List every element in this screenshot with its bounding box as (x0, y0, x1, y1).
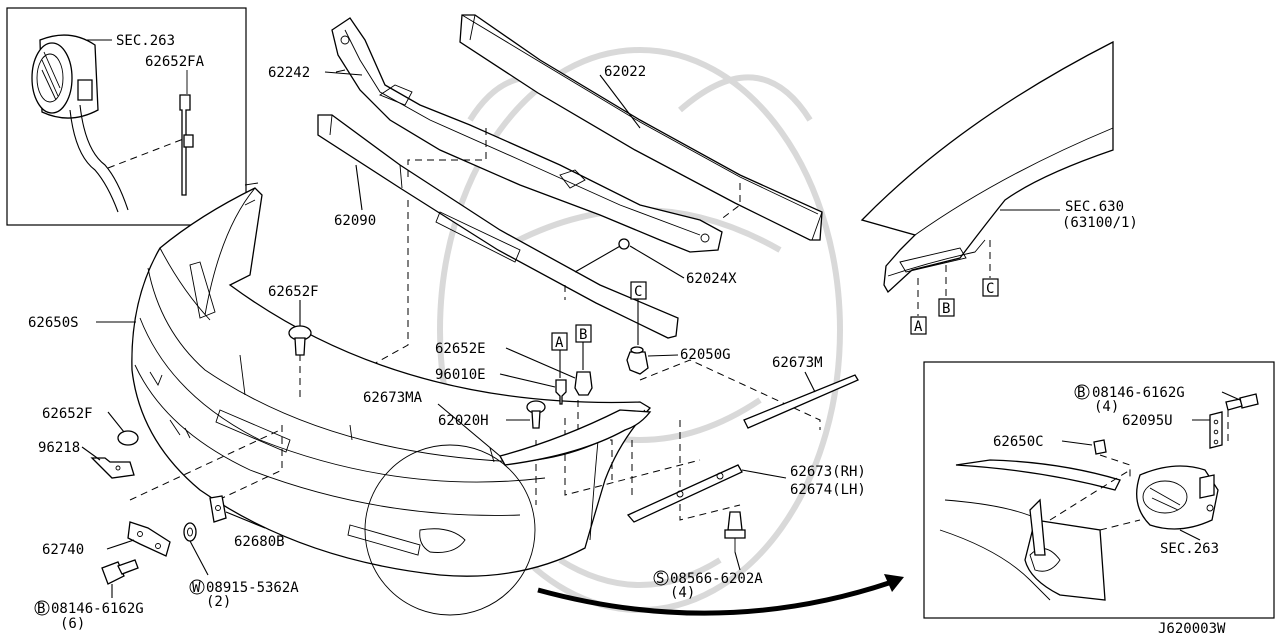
label-62673RH: 62673(RH) (790, 464, 866, 480)
label-62650C: 62650C (993, 434, 1044, 450)
label-08146-left: 08146-6162G (51, 601, 144, 617)
label-62095U: 62095U (1122, 413, 1173, 429)
label-08566-qty: (4) (670, 585, 695, 601)
label-62090: 62090 (334, 213, 376, 229)
label-62022: 62022 (604, 64, 646, 80)
label-sec630: SEC.630 (1065, 199, 1124, 215)
footer-code: J620003W (1158, 621, 1226, 637)
label-62650S: 62650S (28, 315, 79, 331)
part-08915-washer (183, 522, 209, 576)
part-96218-bracket (81, 446, 135, 479)
label-sec630-sub: (63100/1) (1062, 215, 1138, 231)
part-62652F-clip-left (107, 411, 139, 446)
screw-prefix-mark: S (656, 571, 664, 587)
part-08566-screw (724, 511, 746, 571)
part-08146-bolt-left (101, 559, 139, 598)
label-62020H: 62020H (438, 413, 489, 429)
ref-letter-B-fender: B (942, 301, 950, 317)
part-62650S-bumper-fascia (131, 182, 652, 577)
ref-box-C-fender (982, 278, 999, 297)
part-62652F-clip-top (288, 300, 312, 356)
label-62680B: 62680B (234, 534, 285, 550)
ref-box-B-fender (938, 298, 955, 317)
part-62673-62674-bracket (626, 464, 787, 523)
label-08146-right: 08146-6162G (1092, 385, 1185, 401)
label-62652E: 62652E (435, 341, 486, 357)
ref-letter-A-center: A (555, 335, 564, 351)
inset-fog-lamp-mount (923, 361, 1275, 619)
label-62652F-top: 62652F (268, 284, 319, 300)
part-62652E-fastener (505, 347, 593, 396)
washer-prefix-mark: W (192, 580, 201, 596)
label-08915-qty: (2) (206, 594, 231, 610)
detail-circle (364, 444, 536, 616)
label-08915: 08915-5362A (206, 580, 299, 596)
screw-mark-circle (653, 570, 669, 586)
label-62674LH: 62674(LH) (790, 482, 866, 498)
label-08566: 08566-6202A (670, 571, 763, 587)
bolt-prefix-mark-right: B (1077, 385, 1085, 401)
ref-box-A-fender (910, 316, 927, 335)
part-fender-sec630 (860, 40, 1114, 294)
part-62673MA-molding (437, 403, 652, 466)
bolt-mark-circle-left (34, 600, 50, 616)
label-62242: 62242 (268, 65, 310, 81)
ref-letter-C-fender: C (986, 281, 994, 297)
bolt-mark-circle-right (1074, 384, 1090, 400)
label-sec263-inset: SEC.263 (116, 33, 175, 49)
inset-fog-lamp-harness: SEC.263 62652FA (6, 7, 247, 226)
part-62680B-nut (209, 495, 266, 529)
label-96010E: 96010E (435, 367, 486, 383)
part-62242-upper-member (331, 17, 723, 253)
label-62673M: 62673M (772, 355, 823, 371)
washer-mark-circle (189, 579, 205, 595)
bolt-prefix-mark-left: B (37, 601, 45, 617)
part-62673M-strip (743, 371, 859, 429)
label-62652FA: 62652FA (145, 54, 205, 70)
label-96218: 96218 (38, 440, 80, 456)
part-62022-member (459, 14, 823, 241)
part-62740-plate (106, 521, 171, 557)
part-62024X-bolt (574, 238, 685, 279)
label-62024X: 62024X (686, 271, 737, 287)
label-08146-left-qty: (6) (60, 616, 85, 632)
ref-letter-A-fender: A (914, 319, 923, 335)
label-62652F-left: 62652F (42, 406, 93, 422)
part-96010E-fastener (499, 373, 567, 405)
label-08146-right-qty: (4) (1094, 399, 1119, 415)
ref-letter-B-center: B (579, 327, 587, 343)
part-62050G-clip (626, 346, 679, 375)
part-62020H-rivet (506, 400, 546, 429)
label-62740: 62740 (42, 542, 84, 558)
detail-arrow (537, 574, 904, 616)
label-62050G: 62050G (680, 347, 731, 363)
ref-letter-C-center: C (634, 284, 642, 300)
label-62673MA: 62673MA (363, 390, 423, 406)
label-sec263-right: SEC.263 (1160, 541, 1219, 557)
